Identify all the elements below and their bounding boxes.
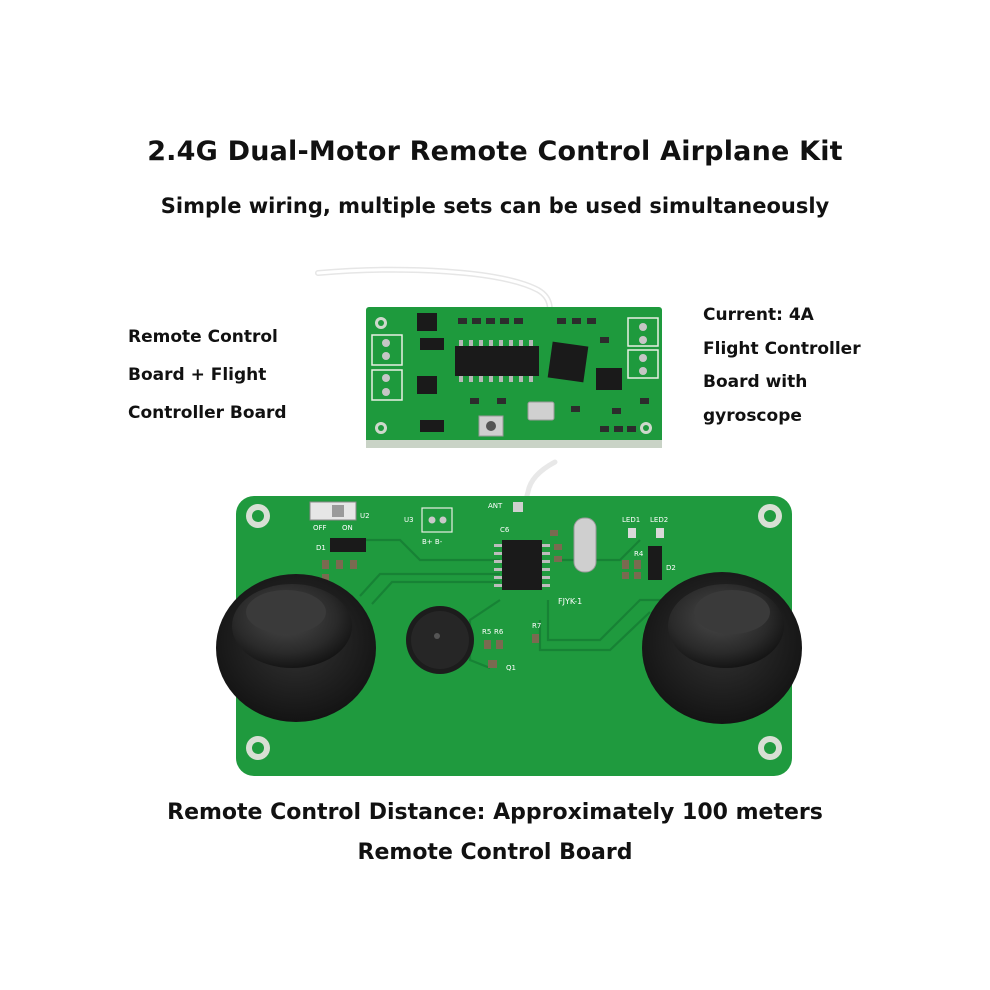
switch-off-label: OFF: [313, 524, 327, 532]
page-title: 2.4G Dual-Motor Remote Control Airplane …: [147, 136, 843, 167]
right-caption-line: Current: 4A: [703, 305, 814, 325]
left-joystick: [216, 574, 376, 722]
board-caption: Remote Control Board: [357, 840, 633, 865]
led2-label: LED2: [650, 516, 668, 524]
r5-label: R5: [482, 628, 491, 636]
main-chip: [455, 346, 539, 376]
right-caption-line: Flight Controller: [703, 338, 861, 359]
antenna-label: ANT: [488, 502, 503, 510]
led1-label: LED1: [622, 516, 640, 524]
board-name-label: FJYK-1: [558, 597, 582, 606]
left-caption: Remote Control Board + Flight Controller…: [128, 318, 287, 432]
r6-label: R6: [494, 628, 504, 636]
battery-label: B+ B-: [422, 538, 443, 546]
left-caption-line: Board + Flight: [128, 365, 267, 385]
r4-label: R4: [634, 550, 644, 558]
left-caption-line: Remote Control: [128, 327, 278, 347]
remote-chip: [502, 540, 542, 590]
remote-control-board: OFF ON U2 U3 B+ B- D1 ANT C6: [216, 496, 802, 776]
r7-label: R7: [532, 622, 541, 630]
right-caption: Current: 4A Flight Controller Board with…: [703, 299, 861, 433]
u2-label: U2: [360, 512, 370, 520]
gyro-chip: [547, 341, 589, 383]
d1-label: D1: [316, 544, 326, 552]
switch-on-label: ON: [342, 524, 353, 532]
left-caption-line: Controller Board: [128, 403, 287, 423]
c6-label: C6: [500, 526, 510, 534]
right-caption-line: Board with: [703, 372, 808, 392]
distance-caption: Remote Control Distance: Approximately 1…: [167, 800, 823, 825]
crystal: [573, 517, 597, 573]
right-joystick: [642, 572, 802, 724]
page-subtitle: Simple wiring, multiple sets can be used…: [160, 194, 830, 218]
right-caption-line: gyroscope: [703, 405, 802, 426]
u3-label: U3: [404, 516, 414, 524]
d2-label: D2: [666, 564, 676, 572]
q1-label: Q1: [506, 664, 516, 672]
flight-controller-board: [315, 266, 662, 448]
